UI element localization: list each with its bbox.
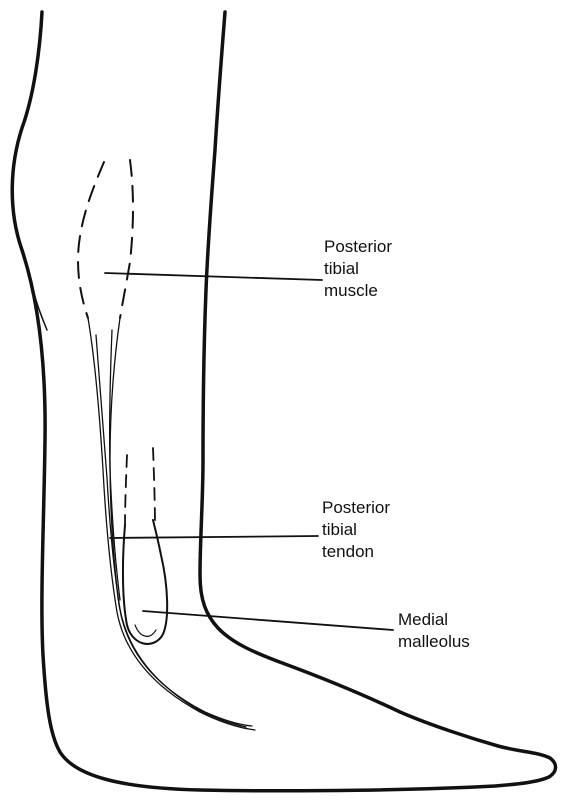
label-line: muscle	[324, 280, 392, 302]
leg-outline-left	[12, 12, 555, 791]
label-line: Medial	[398, 609, 470, 631]
label-posterior-tibial-muscle: Posterior tibial muscle	[324, 236, 392, 302]
callout-line-malleolus	[143, 611, 393, 630]
label-line: Posterior	[324, 236, 392, 258]
tendon-strand-3	[110, 318, 246, 727]
label-line: Posterior	[322, 497, 390, 519]
sheath-dashed-left	[125, 455, 127, 525]
muscle-dashed-right	[120, 160, 133, 318]
muscle-dashed-left	[78, 162, 104, 318]
callout-line-muscle	[105, 273, 322, 280]
label-line: tibial	[324, 258, 392, 280]
label-line: tendon	[322, 541, 390, 563]
tendon-strand-2	[96, 335, 252, 726]
label-line: tibial	[322, 519, 390, 541]
callout-line-tendon	[110, 536, 318, 538]
label-line: malleolus	[398, 631, 470, 653]
sheath-dashed-right	[153, 448, 155, 525]
label-posterior-tibial-tendon: Posterior tibial tendon	[322, 497, 390, 563]
malleolus-inner-arc	[135, 625, 156, 636]
label-medial-malleolus: Medial malleolus	[398, 609, 470, 653]
